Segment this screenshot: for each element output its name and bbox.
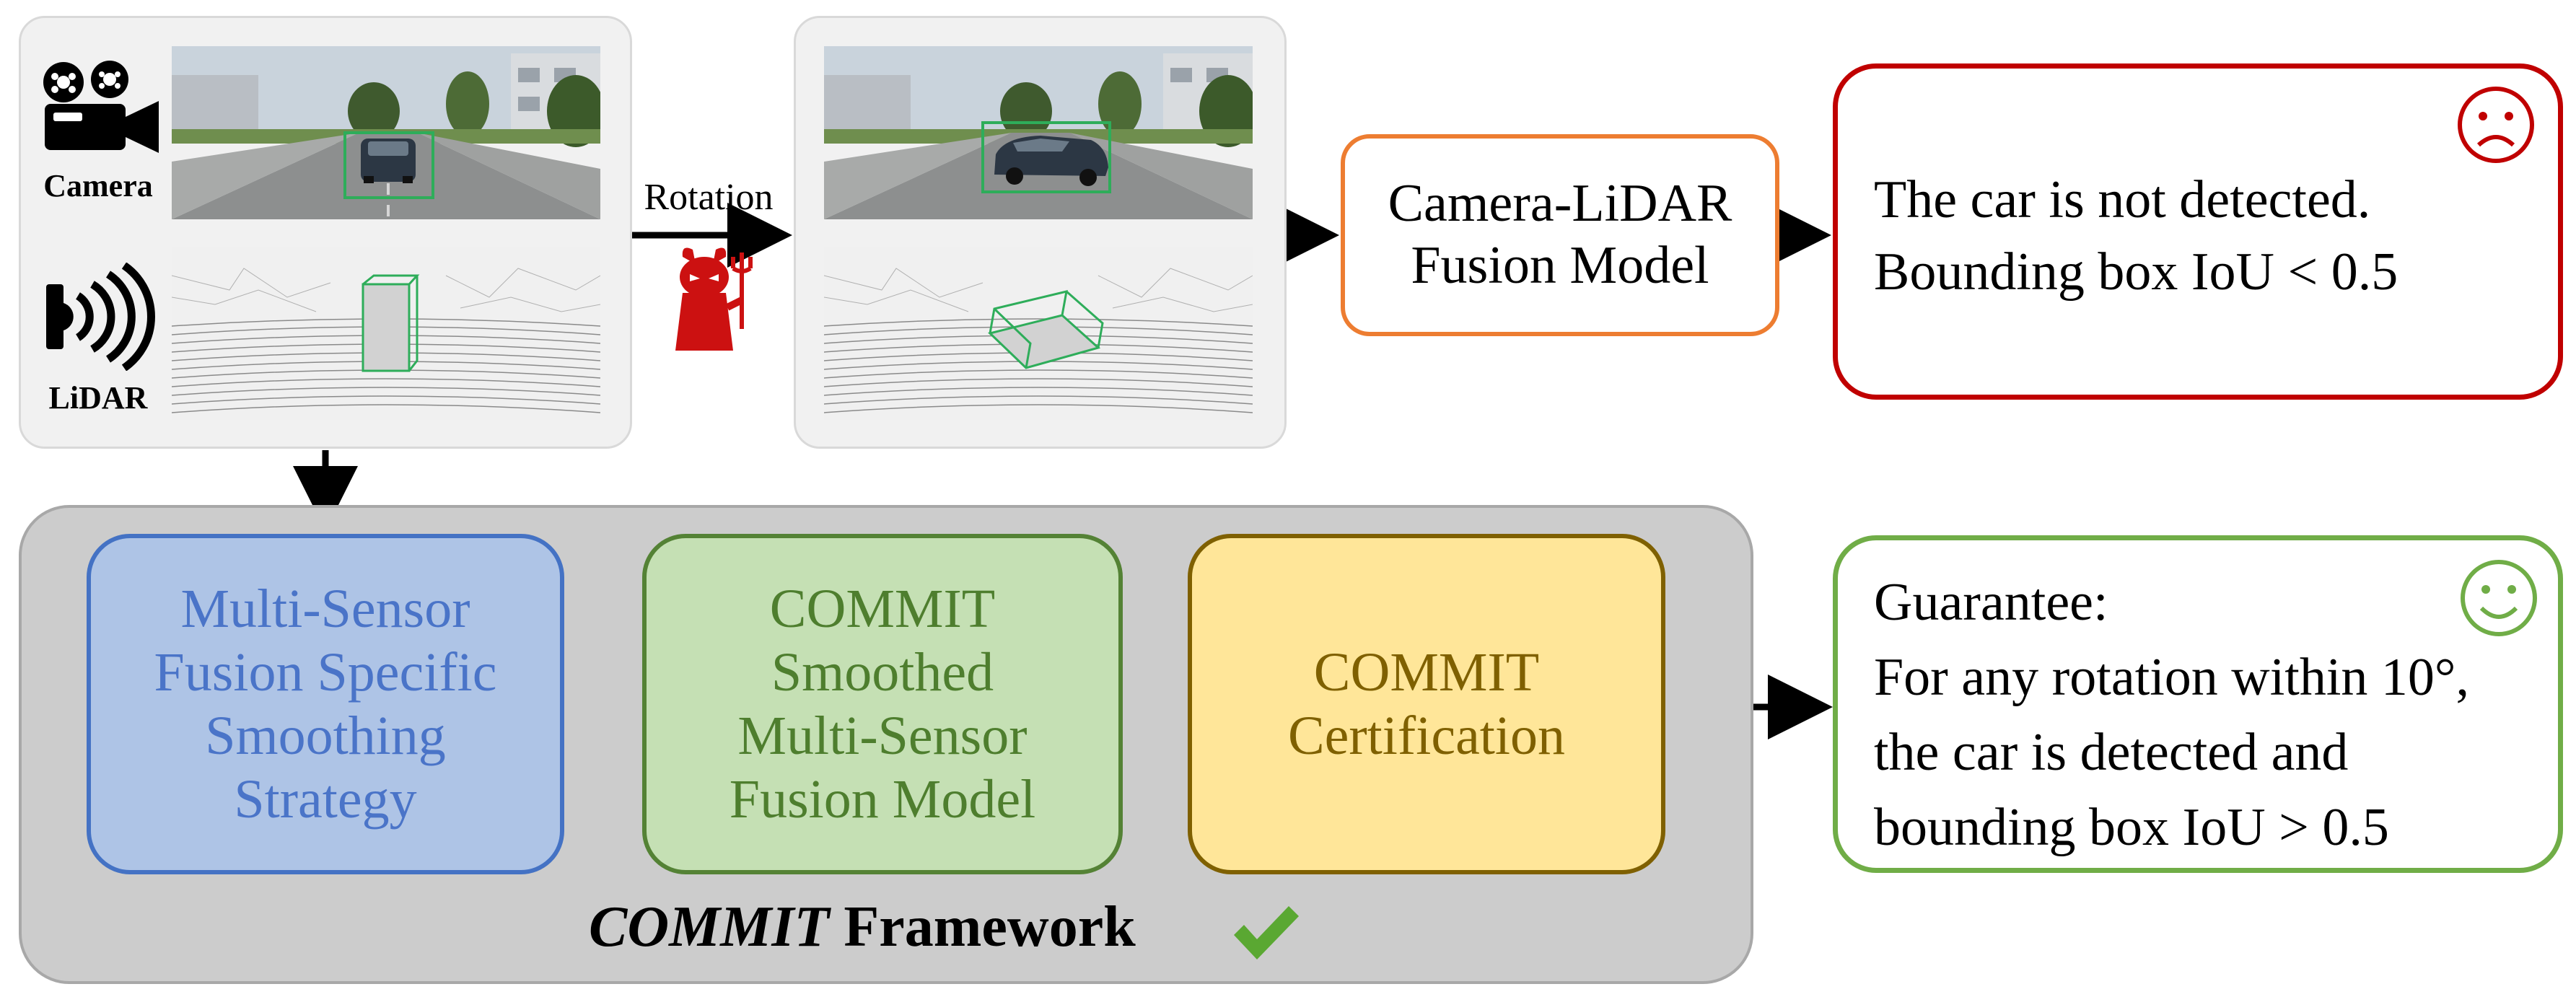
smoothing-line-2: Fusion Specific: [154, 641, 497, 703]
framework-title-italic: COMMIT: [589, 895, 830, 959]
certification-line-1: COMMIT: [1313, 641, 1540, 703]
failure-line-1: The car is not detected.: [1874, 170, 2371, 229]
smoothed-model-line-4: Fusion Model: [729, 769, 1036, 830]
sad-face-icon: [2458, 87, 2534, 163]
fusion-model-line-2: Fusion Model: [1411, 236, 1709, 295]
camera-lidar-fusion-model-box: Camera-LiDAR Fusion Model: [1341, 134, 1779, 336]
check-mark-icon: [1234, 906, 1299, 959]
smoothed-fusion-model-box: COMMIT Smoothed Multi-Sensor Fusion Mode…: [642, 534, 1123, 874]
lidar-signal-icon: [46, 263, 155, 371]
failure-line-2: Bounding box IoU < 0.5: [1874, 242, 2398, 302]
smoothing-line-1: Multi-Sensor: [180, 578, 470, 639]
smoothing-line-4: Strategy: [234, 769, 417, 830]
certification-line-2: Certification: [1287, 706, 1566, 766]
devil-icon: [675, 247, 753, 351]
lidar-label: LiDAR: [48, 380, 148, 416]
original-camera-image: [172, 46, 600, 219]
movie-camera-icon: [43, 61, 159, 153]
smoothed-model-line-2: Smoothed: [771, 641, 994, 703]
rotated-lidar-image: [824, 247, 1253, 420]
smoothed-model-line-1: COMMIT: [769, 578, 996, 639]
guarantee-line-3: the car is detected and: [1874, 723, 2349, 782]
rotation-label: Rotation: [644, 177, 774, 218]
smoothed-model-line-3: Multi-Sensor: [737, 706, 1028, 766]
fusion-model-line-1: Camera-LiDAR: [1388, 174, 1732, 234]
commit-certification-box: COMMIT Certification: [1188, 534, 1665, 874]
original-lidar-image: [172, 247, 600, 420]
smiley-face-icon: [2461, 560, 2537, 636]
smoothing-strategy-box: Multi-Sensor Fusion Specific Smoothing S…: [87, 534, 564, 874]
rotated-camera-image: [824, 46, 1253, 219]
guarantee-line-2: For any rotation within 10°,: [1874, 648, 2470, 707]
guarantee-line-1: Guarantee:: [1874, 573, 2108, 632]
smoothing-line-3: Smoothing: [205, 706, 446, 766]
framework-title: COMMIT Framework: [589, 895, 1136, 960]
guarantee-result-box: Guarantee: For any rotation within 10°, …: [1833, 535, 2563, 873]
failure-result-box: The car is not detected. Bounding box Io…: [1833, 63, 2563, 400]
guarantee-line-4: bounding box IoU > 0.5: [1874, 798, 2389, 857]
camera-label: Camera: [43, 168, 153, 203]
framework-title-rest: Framework: [829, 895, 1136, 959]
